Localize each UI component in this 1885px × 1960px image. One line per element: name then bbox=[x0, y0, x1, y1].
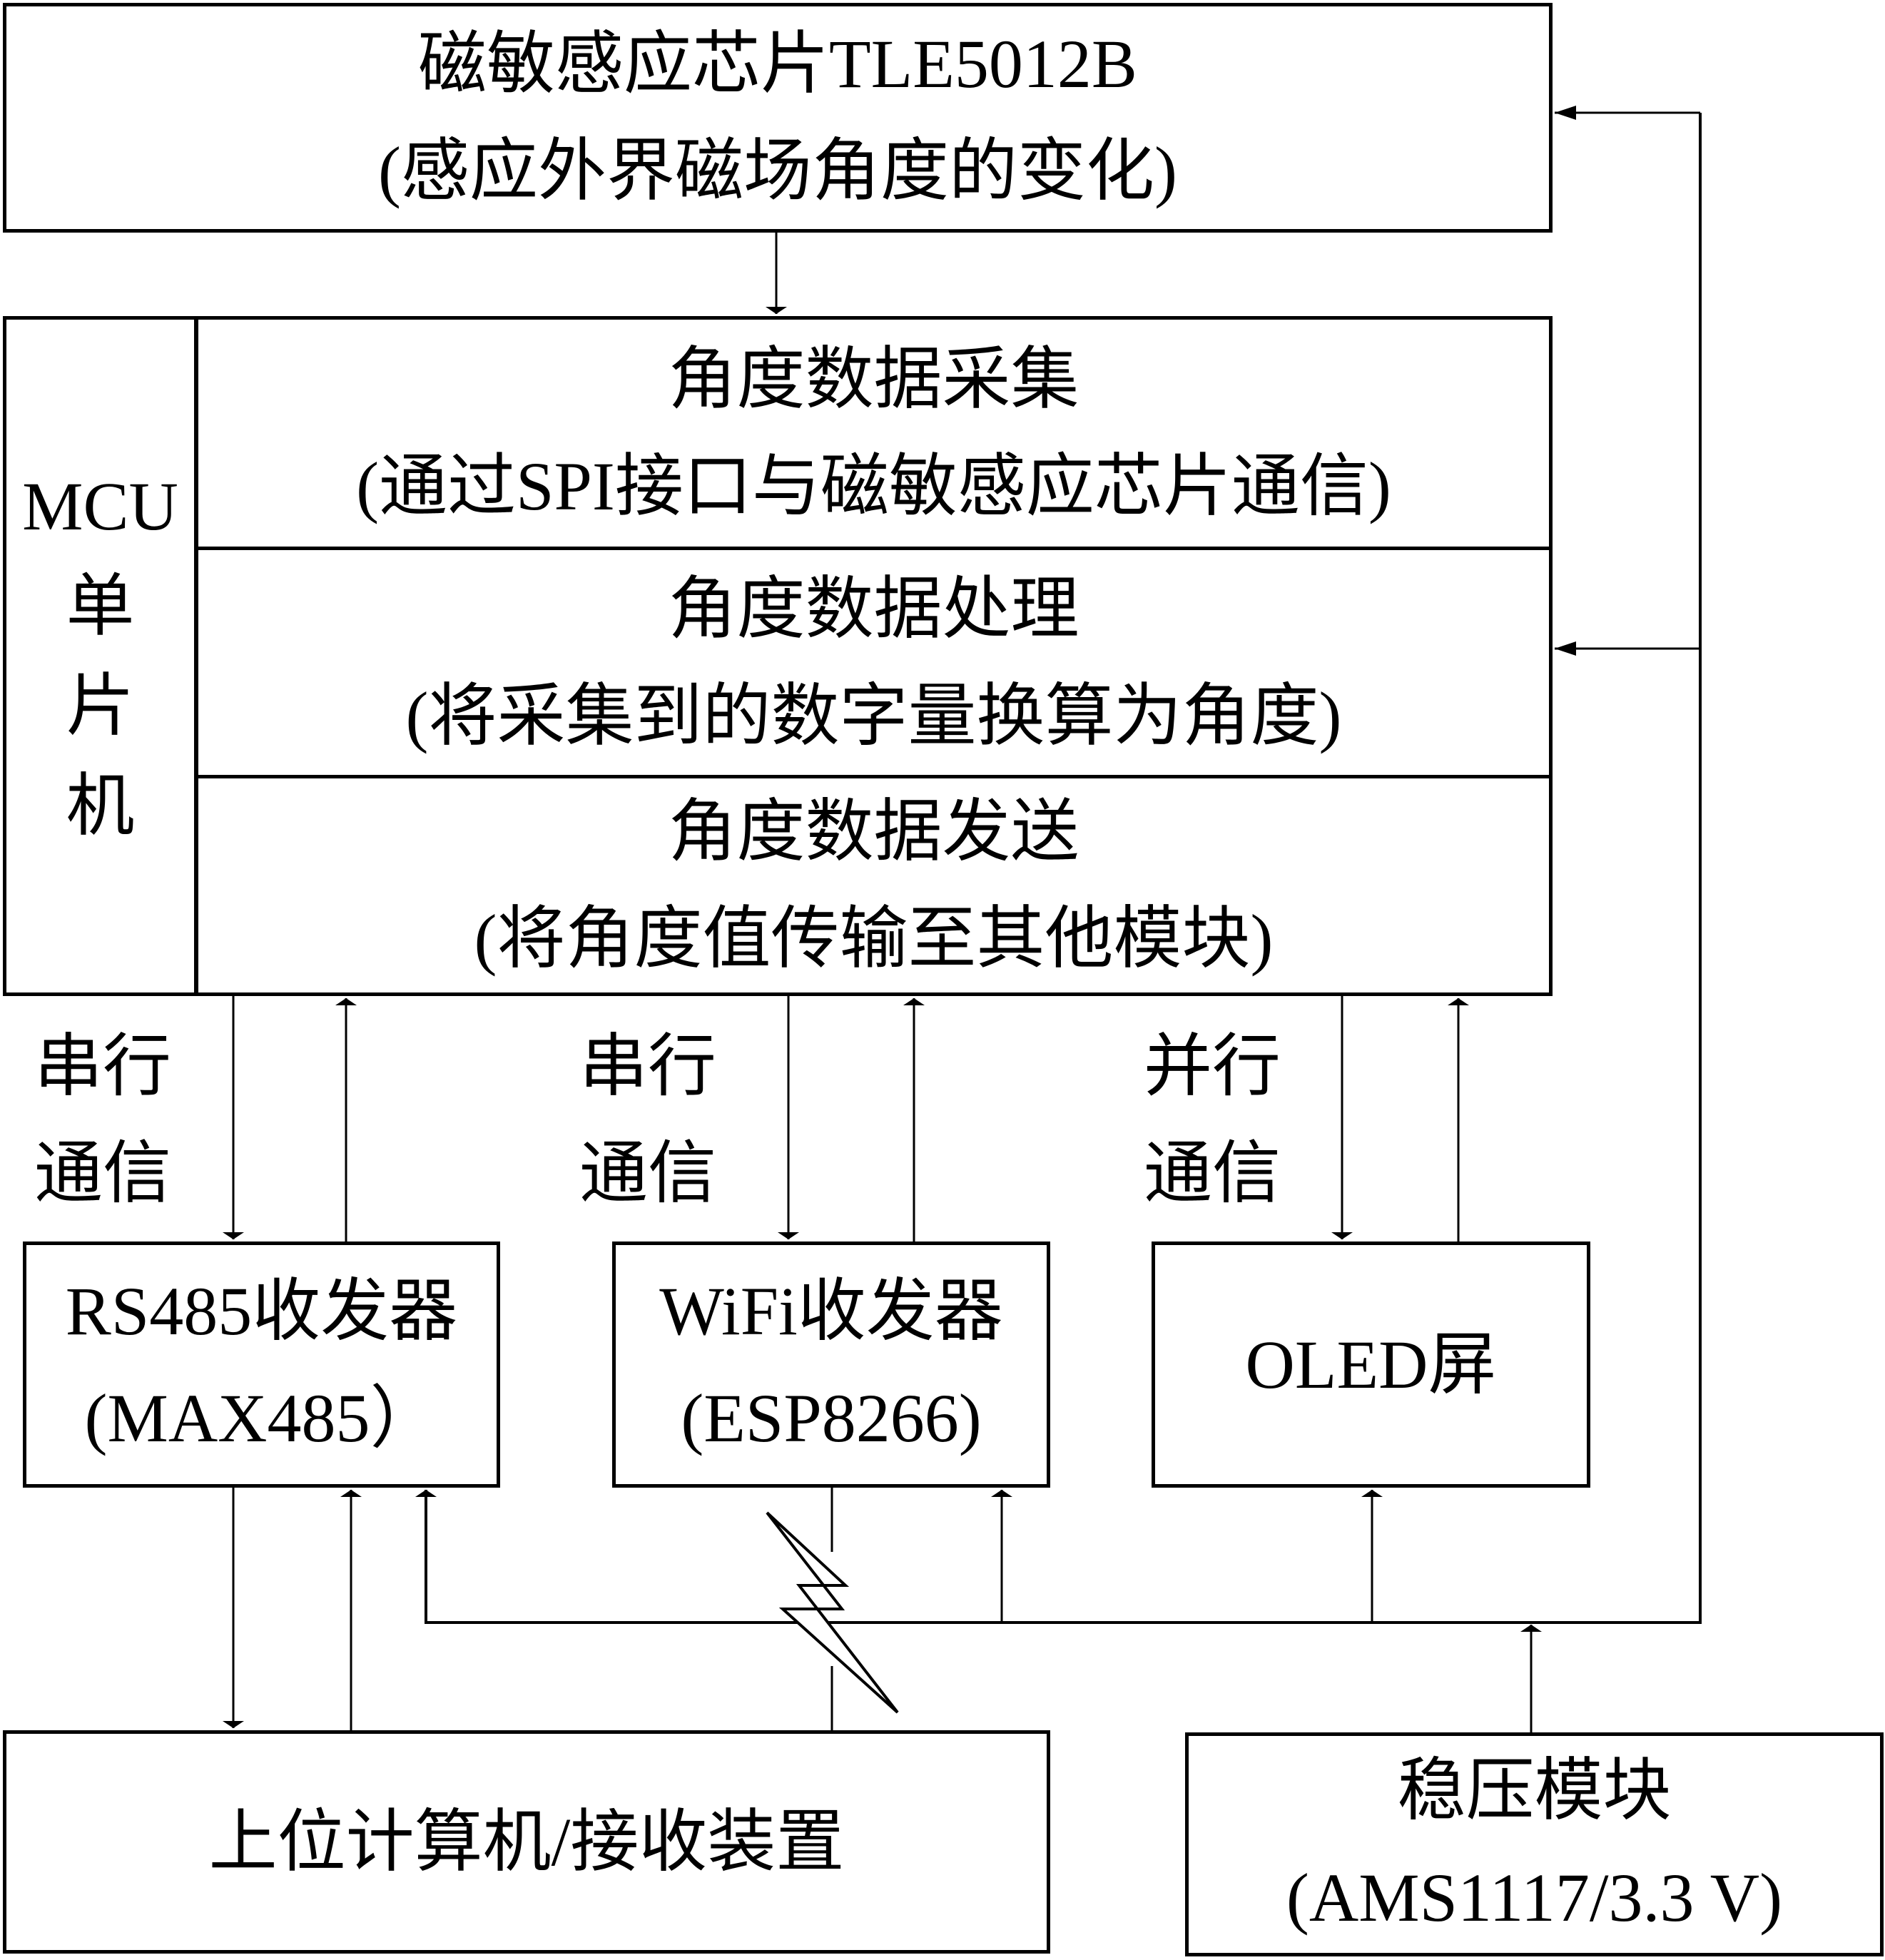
link-label-rs485: 串行 通信 bbox=[34, 1013, 171, 1227]
link-label-line: 串行 bbox=[34, 1028, 171, 1105]
wifi-title: WiFi收发器 bbox=[659, 1272, 1003, 1349]
sensor-box: 磁敏感应芯片TLE5012B (感应外界磁场角度的变化) bbox=[3, 3, 1553, 233]
link-label-line: 并行 bbox=[1144, 1028, 1281, 1105]
rs485-box: RS485收发器 (MAX485） bbox=[23, 1241, 500, 1488]
row-title: 角度数据采集 bbox=[668, 341, 1079, 417]
rs485-model: (MAX485） bbox=[84, 1379, 439, 1456]
mcu-row-send: 角度数据发送 (将角度值传输至其他模块) bbox=[195, 775, 1553, 996]
sensor-title: 磁敏感应芯片TLE5012B bbox=[418, 26, 1137, 102]
row-desc: (将角度值传输至其他模块) bbox=[474, 900, 1274, 977]
mcu-row-acquire: 角度数据采集 (通过SPI接口与磁敏感应芯片通信) bbox=[195, 316, 1553, 550]
sensor-desc: (感应外界磁场角度的变化) bbox=[378, 133, 1177, 209]
regulator-title: 稳压模块 bbox=[1397, 1752, 1672, 1829]
host-box: 上位计算机/接收装置 bbox=[3, 1730, 1050, 1954]
link-label-oled: 并行 通信 bbox=[1144, 1013, 1281, 1227]
mcu-label-box: MCU 单 片 机 bbox=[3, 316, 198, 996]
host-title: 上位计算机/接收装置 bbox=[208, 1803, 845, 1880]
link-label-line: 通信 bbox=[1144, 1135, 1281, 1212]
mcu-label-line: MCU bbox=[22, 467, 178, 544]
link-label-line: 串行 bbox=[579, 1028, 716, 1105]
row-desc: (通过SPI接口与磁敏感应芯片通信) bbox=[356, 448, 1391, 524]
wifi-model: (ESP8266) bbox=[681, 1379, 982, 1456]
link-label-wifi: 串行 通信 bbox=[579, 1013, 716, 1227]
row-desc: (将采集到的数字量换算为角度) bbox=[405, 677, 1342, 754]
regulator-box: 稳压模块 (AMS1117/3.3 V) bbox=[1185, 1732, 1884, 1956]
rs485-title: RS485收发器 bbox=[65, 1272, 458, 1349]
link-label-line: 通信 bbox=[34, 1135, 171, 1212]
link-label-line: 通信 bbox=[579, 1135, 716, 1212]
mcu-label-line: 片 bbox=[66, 667, 135, 744]
mcu-label-line: 机 bbox=[66, 767, 135, 844]
oled-title: OLED屏 bbox=[1245, 1326, 1497, 1403]
row-title: 角度数据发送 bbox=[668, 793, 1079, 870]
mcu-label-line: 单 bbox=[66, 567, 135, 644]
mcu-row-process: 角度数据处理 (将采集到的数字量换算为角度) bbox=[195, 547, 1553, 778]
wireless-lightning-icon bbox=[766, 1511, 899, 1714]
regulator-model: (AMS1117/3.3 V) bbox=[1286, 1859, 1783, 1936]
wifi-box: WiFi收发器 (ESP8266) bbox=[612, 1241, 1050, 1488]
oled-box: OLED屏 bbox=[1152, 1241, 1590, 1488]
row-title: 角度数据处理 bbox=[668, 570, 1079, 647]
